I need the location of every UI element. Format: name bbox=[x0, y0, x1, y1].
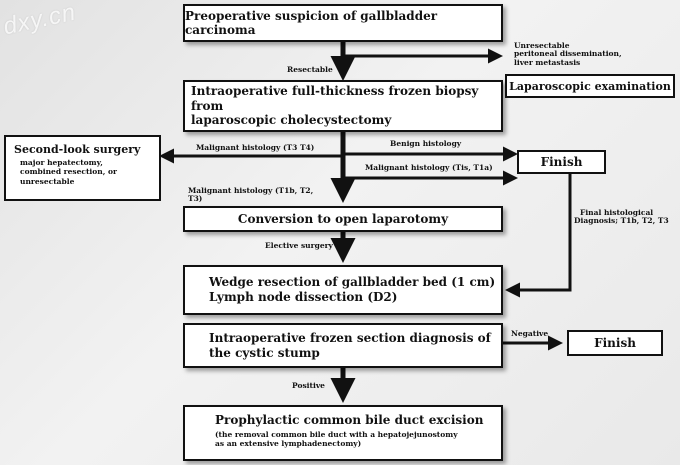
unresectable-label: Unresectable peritoneal dissemination, l… bbox=[514, 41, 622, 67]
malig-t1b-label: Malignant histology (T1b, T2, T3) bbox=[188, 186, 314, 204]
malig-t1b-line2: T3) bbox=[188, 194, 203, 204]
negative-label: Negative bbox=[511, 329, 549, 338]
benign-label: Benign histology bbox=[390, 139, 462, 148]
frozen-section-line2: the cystic stump bbox=[209, 345, 320, 360]
unresectable-line1: Unresectable bbox=[514, 41, 570, 50]
unresectable-line2: peritoneal dissemination, bbox=[514, 49, 622, 59]
frozen-biopsy-box: Intraoperative full-thickness frozen bio… bbox=[183, 80, 503, 132]
laparoscopic-exam-text: Laparoscopic examination bbox=[509, 79, 671, 93]
preop-suspicion-box: Preoperative suspicion of gallbladder ca… bbox=[183, 4, 503, 42]
finish-text-1: Finish bbox=[540, 155, 583, 169]
frozen-section-box: Intraoperative frozen section diagnosis … bbox=[183, 323, 503, 368]
laparoscopic-exam-box: Laparoscopic examination bbox=[505, 74, 675, 98]
conversion-box: Conversion to open laparotomy bbox=[183, 206, 503, 232]
preop-suspicion-text: Preoperative suspicion of gallbladder ca… bbox=[185, 9, 438, 37]
malig-t3t4-label: Malignant histology (T3 T4) bbox=[196, 143, 315, 152]
cbd-excision-title: Prophylactic common bile duct excision bbox=[215, 413, 484, 427]
resectable-label: Resectable bbox=[287, 65, 333, 74]
wedge-resection-line1: Wedge resection of gallbladder bed (1 cm… bbox=[209, 275, 496, 289]
finish-box-1: Finish bbox=[517, 150, 606, 174]
unresectable-line3: liver metastasis bbox=[514, 57, 581, 67]
cbd-excision-detail-2: as an extensive lymphadenectomy) bbox=[215, 439, 362, 448]
malig-tis-label: Malignant histology (Tis, T1a) bbox=[365, 163, 493, 172]
connector-final-histology bbox=[505, 172, 572, 298]
positive-label: Positive bbox=[292, 381, 325, 390]
cbd-excision-detail-1: (the removal common bile duct with a hep… bbox=[215, 430, 458, 439]
second-look-title: Second-look surgery bbox=[14, 143, 141, 156]
cbd-excision-box: Prophylactic common bile duct excision (… bbox=[183, 405, 503, 461]
malig-t1b-line1: Malignant histology (T1b, T2, bbox=[188, 186, 314, 195]
final-histology-line1: Final histological bbox=[580, 208, 654, 217]
frozen-section-line1: Intraoperative frozen section diagnosis … bbox=[209, 330, 491, 345]
second-look-box: Second-look surgery major hepatectomy, c… bbox=[4, 135, 161, 201]
finish-text-2: Finish bbox=[594, 336, 636, 350]
elective-label: Elective surgery bbox=[265, 241, 333, 250]
wedge-resection-line2: Lymph node dissection (D2) bbox=[209, 290, 398, 304]
wedge-resection-box: Wedge resection of gallbladder bed (1 cm… bbox=[183, 265, 503, 315]
second-look-detail: major hepatectomy, combined resection, o… bbox=[20, 158, 117, 186]
finish-box-2: Finish bbox=[567, 330, 663, 356]
frozen-biopsy-line2: laparoscopic cholecystectomy bbox=[191, 113, 392, 128]
final-histology-label: Final histological Diagnosis; T1b, T2, T… bbox=[574, 208, 669, 226]
final-histology-line2: Diagnosis; T1b, T2, T3 bbox=[574, 216, 669, 226]
frozen-biopsy-line1: Intraoperative full-thickness frozen bio… bbox=[191, 84, 479, 113]
conversion-text: Conversion to open laparotomy bbox=[237, 212, 449, 226]
